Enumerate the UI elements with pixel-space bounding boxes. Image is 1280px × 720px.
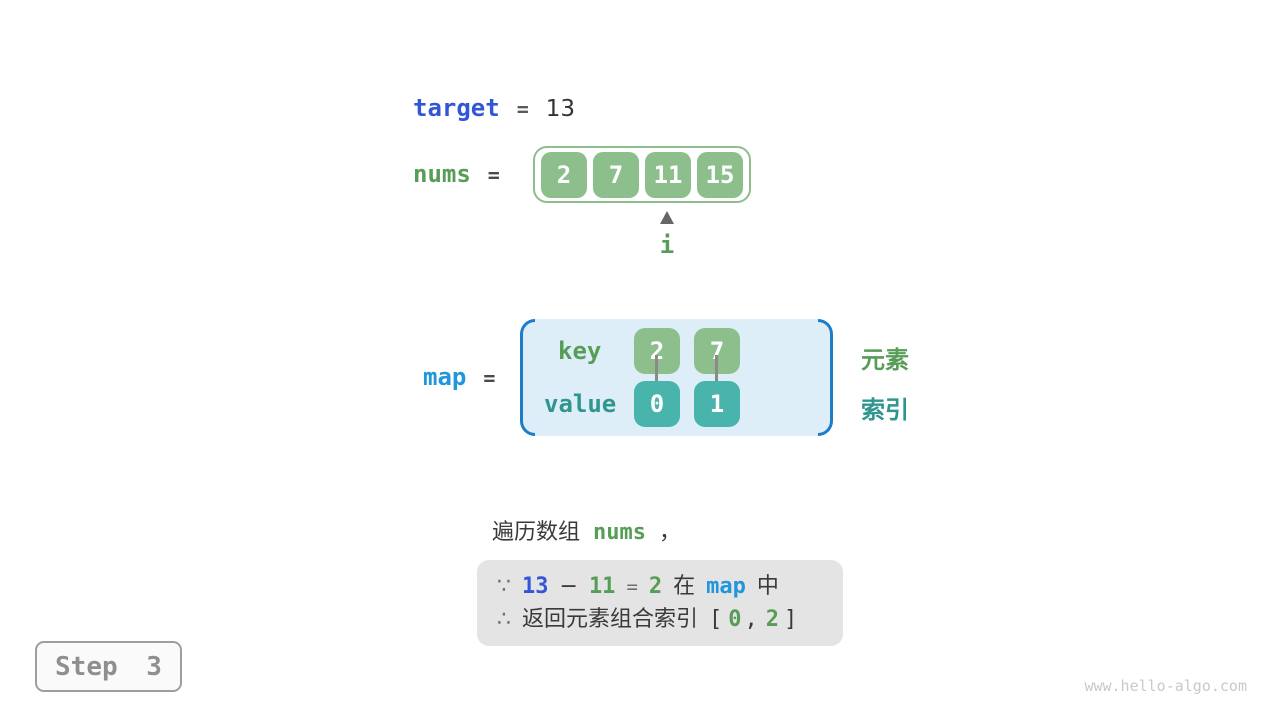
equals-sign: =	[626, 576, 638, 598]
conclusion-line-1: ∵ 13 − 11 = 2 在 map 中	[497, 572, 843, 602]
caption-line: 遍历数组 nums ，	[492, 514, 681, 546]
map-value-cell: 1	[694, 381, 740, 427]
element-side-label: 元素	[861, 346, 909, 374]
result-index-1: 0	[728, 607, 742, 632]
zhong-word: 中	[756, 574, 779, 599]
nums-array-cell: 15	[697, 151, 743, 198]
caption-nums-code: nums	[593, 520, 646, 545]
nums-array-container: 2 7 11 15	[533, 146, 751, 203]
map-assignment: map =	[423, 363, 495, 391]
target-equals-sign: =	[516, 97, 529, 121]
conclusion-box: ∵ 13 − 11 = 2 在 map 中 ∴ 返回元素组合索引 [ 0 , 2…	[477, 560, 843, 646]
in-word: 在	[673, 574, 696, 599]
minus-sign: −	[559, 574, 578, 599]
index-pointer-arrow-icon	[660, 211, 674, 224]
index-side-label: 索引	[861, 396, 909, 424]
nums-assignment: nums =	[413, 160, 500, 188]
nums-variable-label: nums	[413, 160, 471, 188]
watermark-url: www.hello-algo.com	[1084, 677, 1247, 695]
conclusion-line-2: ∴ 返回元素组合索引 [ 0 , 2 ]	[497, 605, 843, 635]
nums-array-cell: 7	[593, 151, 639, 198]
caption-comma: ，	[659, 520, 682, 545]
caption-prefix: 遍历数组	[492, 520, 581, 545]
nums-array-cell: 2	[541, 151, 587, 198]
map-value-cell: 0	[634, 381, 680, 427]
nums-array-cell: 11	[645, 151, 691, 198]
result-open-bracket: [	[709, 607, 724, 632]
result-comma: ,	[744, 607, 758, 632]
target-value: 13	[545, 96, 576, 122]
current-number: 11	[588, 574, 616, 599]
map-left-bracket-icon	[520, 319, 535, 436]
target-assignment: target = 13	[413, 94, 575, 122]
map-equals-sign: =	[483, 366, 496, 390]
index-pointer-label: i	[659, 231, 675, 259]
step-badge: Step 3	[35, 641, 182, 692]
target-variable-label: target	[413, 94, 500, 122]
map-container: key value 2 0 7 1	[520, 319, 833, 436]
difference-number: 2	[648, 574, 663, 599]
therefore-symbol: ∴	[497, 607, 511, 632]
result-close-bracket: ]	[784, 607, 798, 632]
target-number: 13	[522, 574, 549, 599]
map-key-cell: 7	[694, 328, 740, 374]
map-right-bracket-icon	[818, 319, 833, 436]
map-variable-label: map	[423, 363, 467, 391]
return-text: 返回元素组合索引	[522, 607, 699, 632]
map-code-word: map	[706, 574, 746, 599]
result-index-2: 2	[765, 607, 780, 632]
map-value-row-label: value	[544, 390, 617, 418]
nums-equals-sign: =	[487, 163, 500, 187]
because-symbol: ∵	[497, 574, 511, 599]
map-key-row-label: key	[558, 337, 602, 365]
